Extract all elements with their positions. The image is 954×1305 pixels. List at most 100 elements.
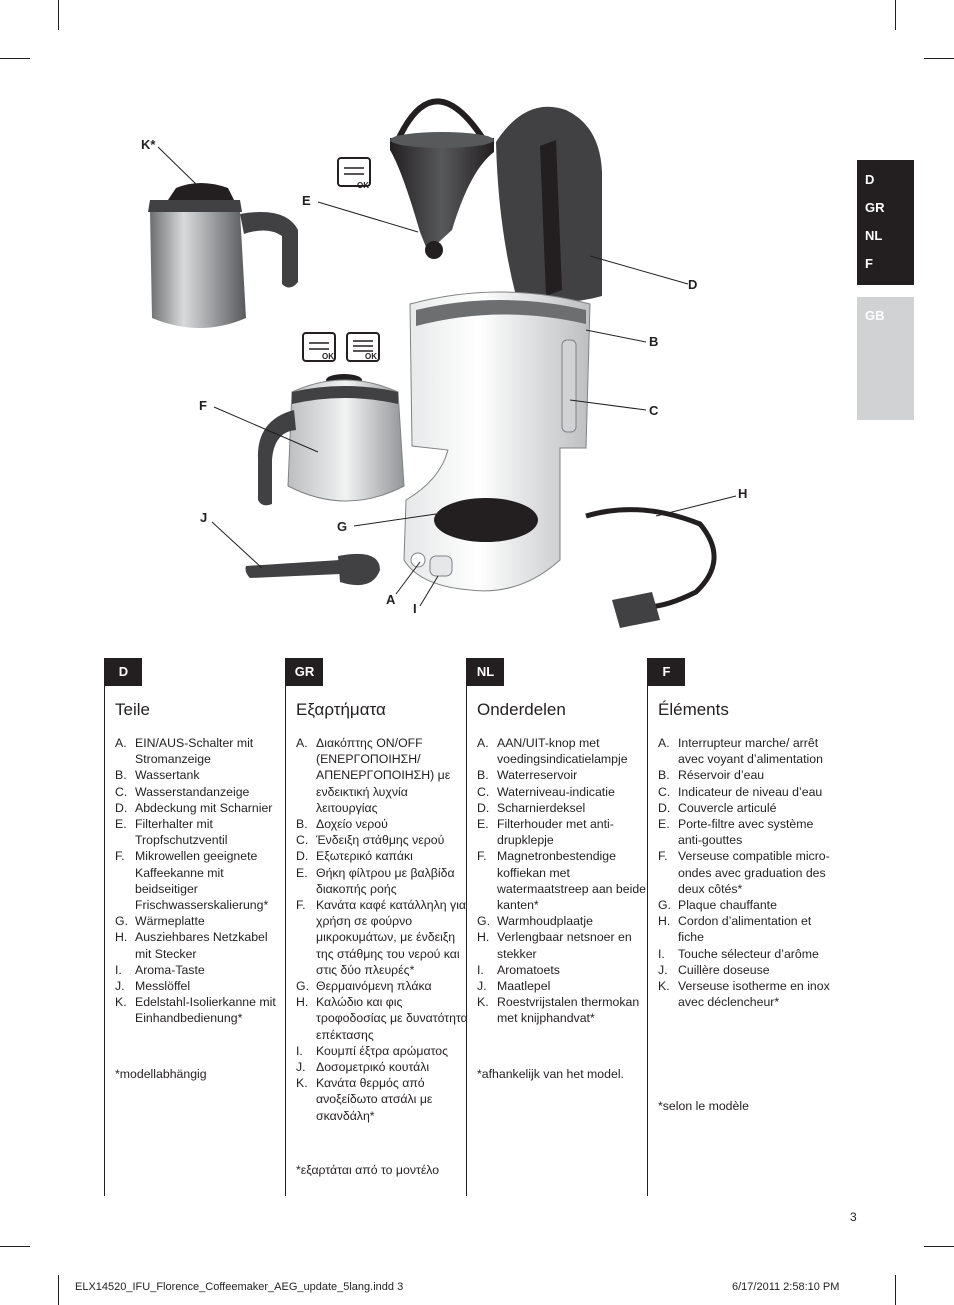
list-item: C.Indicateur de niveau d’eau xyxy=(658,784,823,799)
list-item: J.Maatlepel xyxy=(477,979,551,994)
language-tab-f[interactable]: F xyxy=(865,256,873,271)
list-item: D.Εξωτερικό καπάκι xyxy=(296,849,413,864)
language-tab-nl[interactable]: NL xyxy=(865,228,883,243)
list-item: I.Aromatoets xyxy=(477,962,560,977)
page-number: 3 xyxy=(850,1210,857,1224)
callout-a: A xyxy=(386,592,396,607)
list-item: A.Διακόπτης ON/OFF (ΕΝΕΡΓΟΠΟΙΗΣΗ/ ΑΠΕΝΕΡ… xyxy=(296,736,451,815)
list-item: F.Κανάτα καφέ κατάλληλη για χρήση σε φού… xyxy=(296,898,467,977)
section-french: F Éléments A.Interrupteur marche/ arrêt … xyxy=(647,658,830,1196)
list-item: G.Warmhoudplaatje xyxy=(477,914,593,929)
list-item: K.Κανάτα θερμός από ανοξείδωτο ατσάλι με… xyxy=(296,1076,433,1123)
parts-list: A.AAN/UIT-knop met voedingsindicatielamp… xyxy=(477,735,649,1027)
list-item: B.Δοχείο νερού xyxy=(296,817,388,832)
list-item: E.Filterhalter mit Tropfschutzventil xyxy=(115,817,228,848)
crop-mark xyxy=(58,1275,59,1305)
list-item: H.Καλώδιο και φις τροφοδοσίας με δυνατότ… xyxy=(296,995,468,1042)
list-item: H.Cordon d’alimentation et fiche xyxy=(658,914,812,945)
list-item: F.Mikrowellen geeignete Kaffeekanne mit … xyxy=(115,849,269,913)
coffeemaker-parts-illustration xyxy=(148,98,737,628)
parts-list: A.Διακόπτης ON/OFF (ΕΝΕΡΓΟΠΟΙΗΣΗ/ ΑΠΕΝΕΡ… xyxy=(296,735,468,1124)
list-item: H.Ausziehbares Netzkabel mit Stecker xyxy=(115,930,268,961)
footnote: *modellabhängig xyxy=(115,1067,207,1081)
language-tab-gb-box: GB xyxy=(857,297,914,420)
language-tabs: D GR NL F xyxy=(857,160,914,285)
list-item: K.Roestvrijstalen thermokan met knijphan… xyxy=(477,995,640,1026)
callout-b: B xyxy=(649,334,659,349)
list-item: D.Scharnierdeksel xyxy=(477,800,586,815)
footnote: *afhankelijk van het model. xyxy=(477,1067,624,1081)
callout-d: D xyxy=(688,277,698,292)
crop-mark xyxy=(0,58,30,59)
callout-f: F xyxy=(199,398,207,413)
list-item: B.Réservoir d’eau xyxy=(658,768,765,783)
list-item: A.AAN/UIT-knop met voedingsindicatielamp… xyxy=(477,736,628,767)
section-german: D Teile A.EIN/AUS-Schalter mit Stromanze… xyxy=(104,658,285,1196)
callout-lines xyxy=(157,146,737,607)
section-title: Εξαρτήματα xyxy=(296,700,386,719)
callout-i: I xyxy=(413,601,417,616)
list-item: J.Δοσομετρικό κουτάλι xyxy=(296,1060,430,1075)
glass-jug xyxy=(257,374,405,506)
section-tab: F xyxy=(648,658,685,686)
list-item: G.Wärmeplatte xyxy=(115,914,205,929)
microwave-ok-icon xyxy=(337,157,371,187)
footnote: *εξαρτάται από το μοντέλο xyxy=(296,1163,440,1177)
coffeemaker-body xyxy=(403,106,602,592)
list-item: D.Couvercle articulé xyxy=(658,800,777,815)
list-item: H.Verlengbaar netsnoer en stekker xyxy=(477,930,632,961)
section-tab: NL xyxy=(467,658,504,686)
list-item: F.Magnetronbestendige koffiekan met wate… xyxy=(477,849,647,913)
list-item: C.Ένδειξη στάθμης νερού xyxy=(296,833,445,848)
section-tab: D xyxy=(105,658,142,686)
callout-g: G xyxy=(337,519,348,534)
ok-label: OK xyxy=(365,352,377,361)
section-greek: GR Εξαρτήματα A.Διακόπτης ON/OFF (ΕΝΕΡΓΟ… xyxy=(285,658,468,1196)
footer-filename: ELX14520_IFU_Florence_Coffeemaker_AEG_up… xyxy=(75,1281,404,1293)
crop-mark xyxy=(895,1275,896,1305)
microwave-ok-icon xyxy=(302,332,336,362)
callout-j: J xyxy=(200,510,208,525)
crop-mark xyxy=(0,1246,30,1247)
list-item: J.Messlöffel xyxy=(115,979,191,994)
list-item: E.Filterhouder met anti-drupklepje xyxy=(477,817,614,848)
thermos-jug xyxy=(148,183,298,328)
language-tab-gr[interactable]: GR xyxy=(865,200,885,215)
filter-holder xyxy=(390,98,494,259)
list-item: I.Aroma-Taste xyxy=(115,962,205,977)
list-item: K.Verseuse isotherme en inox avec déclen… xyxy=(658,979,830,1010)
list-item: I.Touche sélecteur d’arôme xyxy=(658,946,819,961)
list-item: F.Verseuse compatible micro-ondes avec g… xyxy=(658,849,830,896)
list-item: G.Plaque chauffante xyxy=(658,898,777,913)
footer-timestamp: 6/17/2011 2:58:10 PM xyxy=(732,1281,840,1293)
callout-e: E xyxy=(302,193,311,208)
list-item: I.Κουμπί έξτρα αρώματος xyxy=(296,1043,449,1058)
footnote: *selon le modèle xyxy=(658,1099,749,1113)
ok-label: OK xyxy=(322,352,334,361)
list-item: D.Abdeckung mit Scharnier xyxy=(115,800,273,815)
list-item: E.Θήκη φίλτρου με βαλβίδα διακοπής ροής xyxy=(296,865,455,896)
list-item: A.Interrupteur marche/ arrêt avec voyant… xyxy=(658,736,823,767)
crop-mark xyxy=(924,1246,954,1247)
callout-h: H xyxy=(738,486,748,501)
list-item: G.Θερμαινόμενη πλάκα xyxy=(296,979,432,994)
power-cord xyxy=(585,507,717,628)
measuring-spoon xyxy=(245,553,380,586)
water-scale-ok-icon xyxy=(346,332,380,362)
crop-mark xyxy=(924,58,954,59)
section-title: Éléments xyxy=(658,700,729,719)
list-item: B.Wassertank xyxy=(115,768,200,783)
list-item: J.Cuillère doseuse xyxy=(658,962,770,977)
section-title: Teile xyxy=(115,700,150,719)
callout-c: C xyxy=(649,403,659,418)
callout-k: K* xyxy=(141,137,156,152)
section-tab: GR xyxy=(286,658,323,686)
language-tab-d[interactable]: D xyxy=(865,172,875,187)
list-item: C.Waterniveau-indicatie xyxy=(477,784,615,799)
list-item: E.Porte-filtre avec système anti-gouttes xyxy=(658,817,814,848)
language-tab-gb[interactable]: GB xyxy=(865,308,885,323)
list-item: B.Waterreservoir xyxy=(477,768,578,783)
parts-list: A.EIN/AUS-Schalter mit Stromanzeige B.Wa… xyxy=(115,735,287,1027)
list-item: A.EIN/AUS-Schalter mit Stromanzeige xyxy=(115,736,254,767)
list-item: K.Edelstahl-Isolierkanne mit Einhandbedi… xyxy=(115,995,276,1026)
